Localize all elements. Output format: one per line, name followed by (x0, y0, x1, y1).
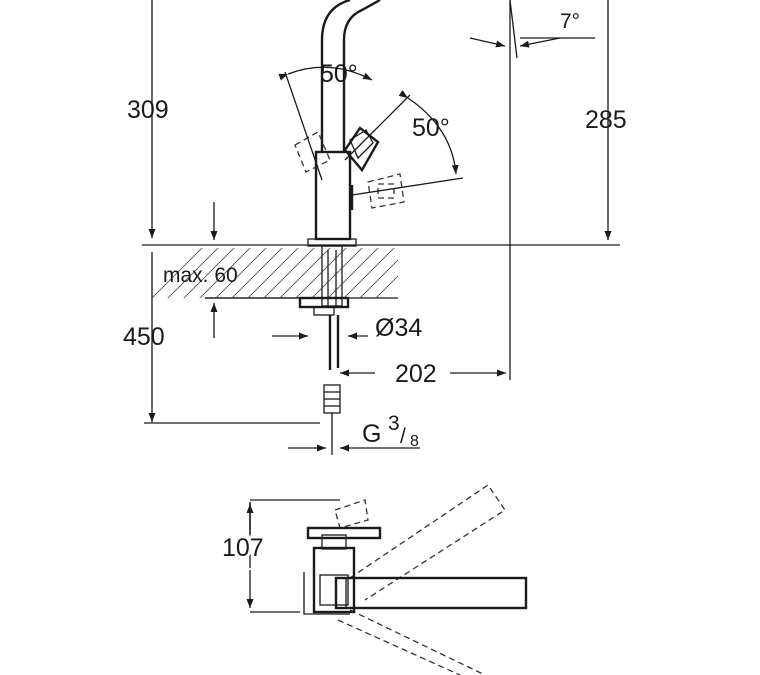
label-below-deck: 450 (123, 323, 165, 351)
label-thread-slash: / (400, 425, 406, 448)
angle-ray-right (344, 94, 411, 161)
label-thread: G (362, 420, 381, 448)
plan-base-plate (303, 572, 350, 615)
plan-ghost-spout-down (349, 609, 486, 675)
side-elevation: 309 50° 50° 7° 285 max. 60 450 Ø34 202 G… (123, 0, 627, 455)
label-angle-handle-right: 50° (412, 114, 450, 142)
label-diameter: Ø34 (375, 314, 422, 342)
handle-ghost-left (294, 131, 331, 173)
label-angle-handle-left: 50° (320, 60, 358, 88)
spout-column-inner (342, 0, 381, 152)
label-height-spout: 285 (585, 106, 627, 134)
worktop-section (151, 248, 398, 298)
angle-arc-right (398, 90, 459, 175)
label-reach: 202 (395, 360, 437, 388)
plan-ghost-handle (334, 499, 369, 529)
plan-tap-body (312, 546, 356, 614)
supply-hoses (298, 245, 350, 455)
angle-ray-left (284, 71, 323, 181)
label-height-top: 309 (127, 96, 169, 124)
spout-column (320, 0, 351, 152)
angle-arc-top (278, 66, 373, 81)
plan-ghost-spout-down-2 (337, 619, 461, 675)
label-deck-thickness: max. 60 (163, 264, 238, 287)
tap-body (314, 150, 352, 241)
plan-handle (306, 526, 382, 540)
plan-spout (334, 576, 528, 610)
plan-ghost-spout-up (349, 484, 506, 601)
plan-view: 107 (219, 484, 528, 675)
label-plan-height: 107 (222, 534, 264, 562)
plan-tap-inner (319, 574, 349, 606)
handle-ghost-right (367, 173, 405, 209)
angle-ray-horizontal (351, 177, 464, 196)
angle-7-arrow-left (469, 37, 506, 48)
angle-7-arrow-right (519, 37, 561, 48)
label-thread-numerator: 3 (388, 412, 400, 435)
spout-outlet-angled (509, 0, 518, 59)
lever-handle (343, 126, 380, 210)
label-angle-spout: 7° (560, 10, 580, 33)
label-thread-denominator: 8 (410, 433, 419, 450)
